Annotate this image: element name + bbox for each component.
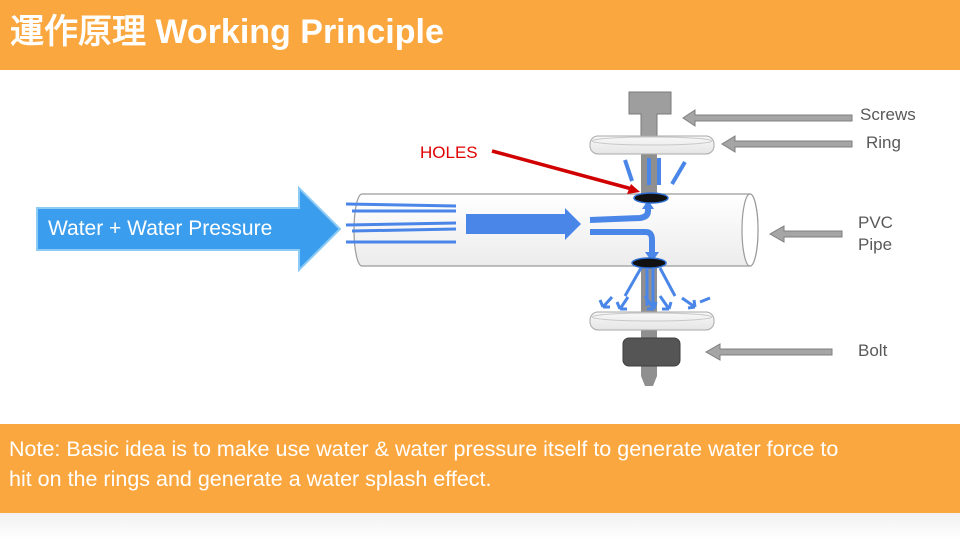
flow-arrow [466,208,581,240]
bottom-ring [589,311,715,331]
bottom-hole [631,257,667,269]
pipe-arrow [768,225,843,243]
screw-head [628,91,672,139]
water-stream-lines [345,202,457,244]
downward-splash [598,267,711,311]
pipe-label-line2: Pipe [858,235,892,254]
ring-arrow [721,135,853,153]
page-title: 運作原理 Working Principle [10,13,444,51]
nut [622,337,681,367]
label-arrows [682,109,853,361]
upward-splash [623,158,687,186]
bolt-tip [641,376,657,386]
holes-pointer-line [491,149,633,191]
flow-to-bottom-hole-head [645,252,659,262]
flow-to-bottom-hole [590,229,655,254]
note-line-2: hit on the rings and generate a water sp… [9,467,492,491]
top-ring [589,135,715,155]
holes-label: HOLES [420,143,478,162]
bottom-strip [0,513,960,540]
screws-arrow [682,109,853,127]
bolt-label: Bolt [858,341,888,360]
note-line-1: Note: Basic idea is to make use water & … [9,437,839,461]
bolt-arrow [704,343,833,361]
note-bar: Note: Basic idea is to make use water & … [0,424,960,513]
inlet-arrow: Water + Water Pressure [36,185,342,273]
title-bar: 運作原理 Working Principle [0,0,960,70]
holes-pointer-head [627,184,640,194]
inlet-arrow-label: Water + Water Pressure [48,217,272,240]
top-hole [633,192,669,204]
ring-label: Ring [866,133,901,152]
screws-label: Screws [860,105,916,124]
flow-to-top-hole-head [642,200,654,209]
note-text: Note: Basic idea is to make use water & … [9,434,954,494]
pipe-label-line1: PVC [858,213,893,232]
flow-to-top-hole [589,207,651,223]
